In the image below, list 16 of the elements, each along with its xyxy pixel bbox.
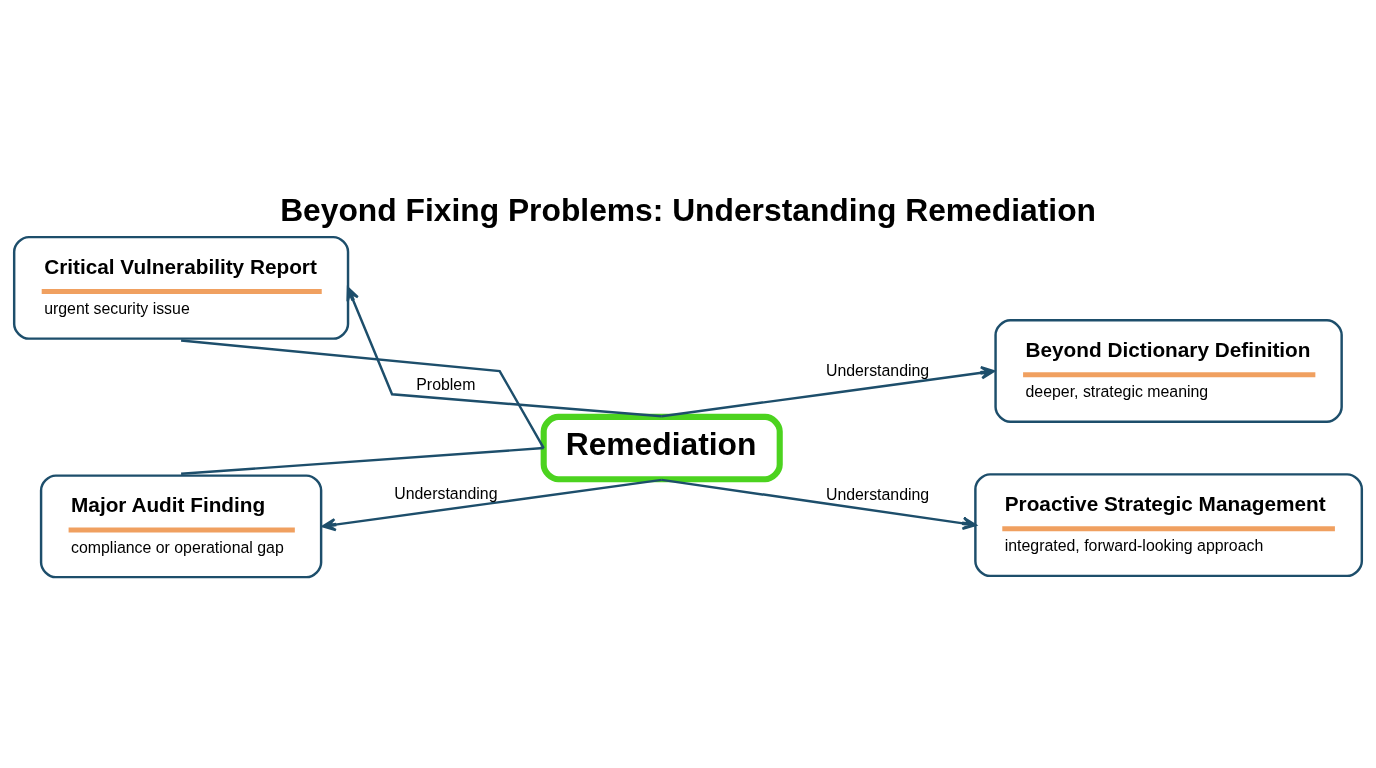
node-box: Proactive Strategic Management integrated, forward-looking approach [974, 472, 1364, 577]
node-box: Beyond Dictionary Definition deeper, strategic meaning [994, 318, 1343, 423]
arrow [661, 478, 977, 530]
edge-label: Problem [416, 375, 476, 393]
arrow [321, 478, 662, 531]
node-box: Critical Vulnerability Report urgent security issue [12, 235, 350, 340]
node-box: Remediation [540, 413, 783, 482]
edge-label: Understanding [825, 361, 930, 379]
connector [181, 446, 544, 475]
edge-label: Understanding [825, 485, 930, 503]
arrow [346, 286, 662, 418]
edge-label: Understanding [394, 484, 498, 502]
arrow [661, 365, 995, 417]
connector [181, 338, 545, 449]
diagram-title: Beyond Fixing Problems: Understanding Remediation [280, 191, 1096, 228]
node-box: Major Audit Finding compliance or operational gap [39, 473, 323, 578]
